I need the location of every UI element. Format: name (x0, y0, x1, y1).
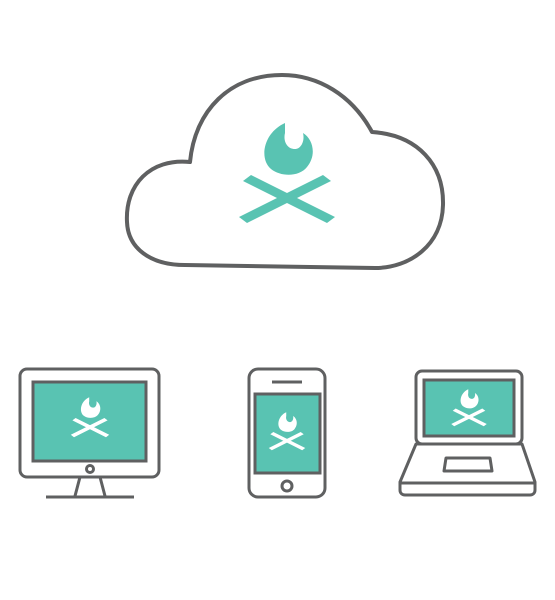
campfire-icon (239, 123, 335, 223)
laptop-trackpad (442, 456, 494, 473)
desktop-monitor (18, 367, 161, 499)
monitor-camera (85, 464, 95, 474)
smartphone (247, 367, 327, 499)
campfire-icon (70, 397, 110, 438)
cloud (124, 73, 446, 270)
monitor-stand (73, 476, 107, 497)
campfire-icon (268, 412, 306, 451)
phone-home-button (280, 479, 294, 493)
phone-screen (253, 392, 322, 475)
campfire-icon (451, 389, 487, 427)
laptop (398, 369, 537, 497)
monitor-screen (31, 380, 148, 463)
